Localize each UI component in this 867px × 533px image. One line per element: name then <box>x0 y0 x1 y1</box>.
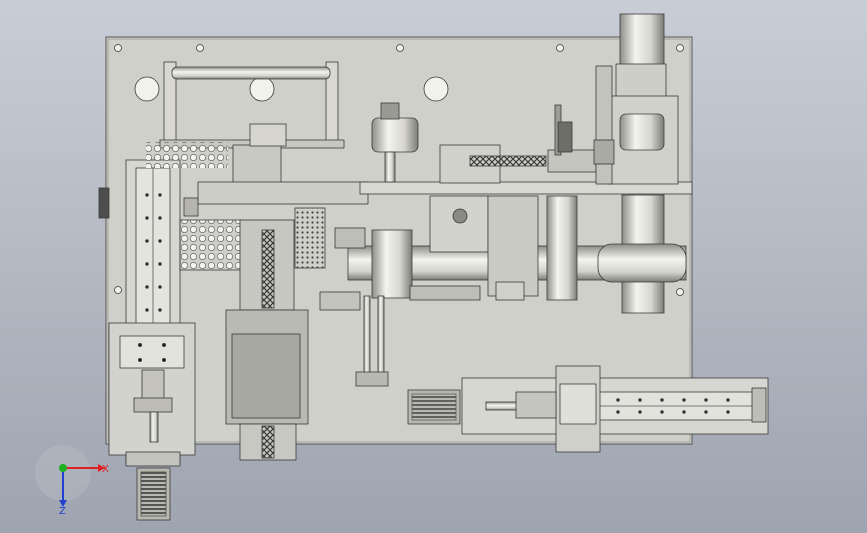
transfer-carriage <box>319 181 693 314</box>
center-ballscrew-module <box>225 207 326 461</box>
upper-motor-block <box>183 123 369 217</box>
lower-linear-module <box>407 365 769 453</box>
right-stepper-stack <box>593 13 679 185</box>
upper-screw-axis <box>439 104 597 184</box>
spool-cylinder <box>371 102 419 183</box>
mounting-holes <box>114 44 684 296</box>
coordinate-triad: X Z <box>35 445 109 517</box>
base-plate-inner-edge <box>107 38 691 443</box>
perforated-block <box>179 219 243 271</box>
pickup-rods <box>355 295 389 387</box>
x-axis-label: X <box>102 464 109 475</box>
left-linear-module <box>98 159 196 521</box>
z-axis-label: Z <box>59 506 66 517</box>
